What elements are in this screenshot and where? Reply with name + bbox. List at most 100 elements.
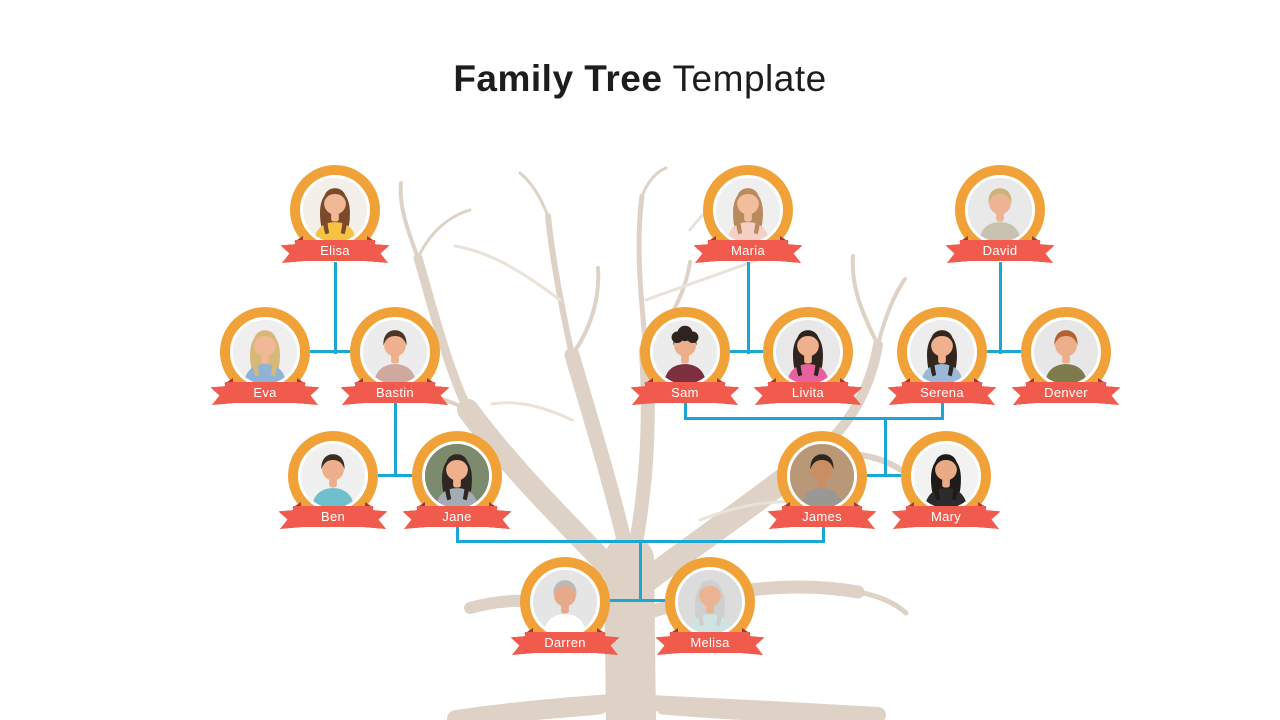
ribbon-right-fold [1098,378,1107,384]
person-node-darren: Darren [511,557,619,657]
ribbon-band: Mary [906,506,986,527]
portrait-photo [713,175,783,245]
person-name-label: Eva [253,385,277,400]
name-ribbon: Mary [892,502,1000,527]
portrait-photo [300,175,370,245]
ribbon-left-fold [294,236,303,242]
ribbon-right-fold [742,628,751,634]
person-name-label: Mary [930,509,962,524]
ribbon-right-fold [854,502,863,508]
connector-line [310,350,350,353]
ribbon-right-fold [1032,236,1041,242]
portrait-photo [650,317,720,387]
ribbon-left-fold [669,628,678,634]
ribbon-right-fold [974,378,983,384]
ribbon-left-fold [901,378,910,384]
ribbon-band: Melisa [670,632,750,653]
portrait-photo [965,175,1035,245]
person-node-sam: Sam [631,307,739,407]
page-title: Family Tree Template [0,58,1280,100]
portrait-photo [230,317,300,387]
person-node-david: David [946,165,1054,265]
person-node-ben: Ben [279,431,387,531]
person-name-label: Serena [920,385,964,400]
person-name-label: Maria [730,243,765,258]
ribbon-left-fold [416,502,425,508]
portrait-photo [298,441,368,511]
person-node-maria: Maria [694,165,802,265]
name-ribbon: Darren [511,628,619,653]
portrait-photo [1031,317,1101,387]
person-node-melisa: Melisa [656,557,764,657]
ribbon-left-fold [767,378,776,384]
title-bold-part: Family Tree [453,58,663,99]
ribbon-band: Jane [417,506,497,527]
person-node-serena: Serena [888,307,996,407]
ribbon-right-fold [367,236,376,242]
connector-line [987,350,1021,353]
portrait-photo [773,317,843,387]
ribbon-band: Eva [225,382,305,403]
connector-line [747,262,750,354]
ribbon-band: Darren [525,632,605,653]
name-ribbon: Denver [1012,378,1120,403]
portrait-photo [907,317,977,387]
name-ribbon: Jane [403,502,511,527]
name-ribbon: Serena [888,378,996,403]
connector-line [730,350,763,353]
name-ribbon: Livita [754,378,862,403]
portrait-photo [787,441,857,511]
connector-line [684,403,687,420]
portrait-photo [675,567,745,637]
connector-line [394,403,397,477]
connector-line [334,262,337,354]
ribbon-left-fold [524,628,533,634]
person-name-label: James [802,509,842,524]
ribbon-left-fold [905,502,914,508]
name-ribbon: Elisa [281,236,389,261]
person-name-label: Ben [320,509,346,524]
person-node-denver: Denver [1012,307,1120,407]
ribbon-right-fold [978,502,987,508]
person-node-bastin: Bastin [341,307,449,407]
title-regular-part: Template [672,58,827,99]
ribbon-band: Sam [645,382,725,403]
ribbon-band: Maria [708,240,788,261]
person-name-label: David [982,243,1018,258]
ribbon-band: Serena [902,382,982,403]
person-name-label: Bastin [376,385,414,400]
ribbon-band: Ben [293,506,373,527]
ribbon-band: James [782,506,862,527]
name-ribbon: Maria [694,236,802,261]
person-name-label: Jane [442,509,472,524]
person-node-eva: Eva [211,307,319,407]
ribbon-left-fold [224,378,233,384]
person-name-label: Elisa [320,243,350,258]
ribbon-left-fold [959,236,968,242]
ribbon-right-fold [297,378,306,384]
ribbon-left-fold [292,502,301,508]
person-name-label: Darren [544,635,586,650]
connector-line [884,417,887,477]
ribbon-left-fold [1025,378,1034,384]
ribbon-left-fold [354,378,363,384]
person-node-jane: Jane [403,431,511,531]
name-ribbon: David [946,236,1054,261]
name-ribbon: Melisa [656,628,764,653]
ribbon-right-fold [365,502,374,508]
connector-line [378,474,412,477]
person-name-label: Sam [671,385,699,400]
person-node-elisa: Elisa [281,165,389,265]
person-name-label: Livita [791,385,825,400]
connector-line [867,474,901,477]
ribbon-right-fold [717,378,726,384]
name-ribbon: Eva [211,378,319,403]
name-ribbon: Bastin [341,378,449,403]
connector-line [999,262,1002,354]
portrait-photo [422,441,492,511]
ribbon-band: Livita [768,382,848,403]
person-node-mary: Mary [892,431,1000,531]
person-name-label: Melisa [690,635,730,650]
